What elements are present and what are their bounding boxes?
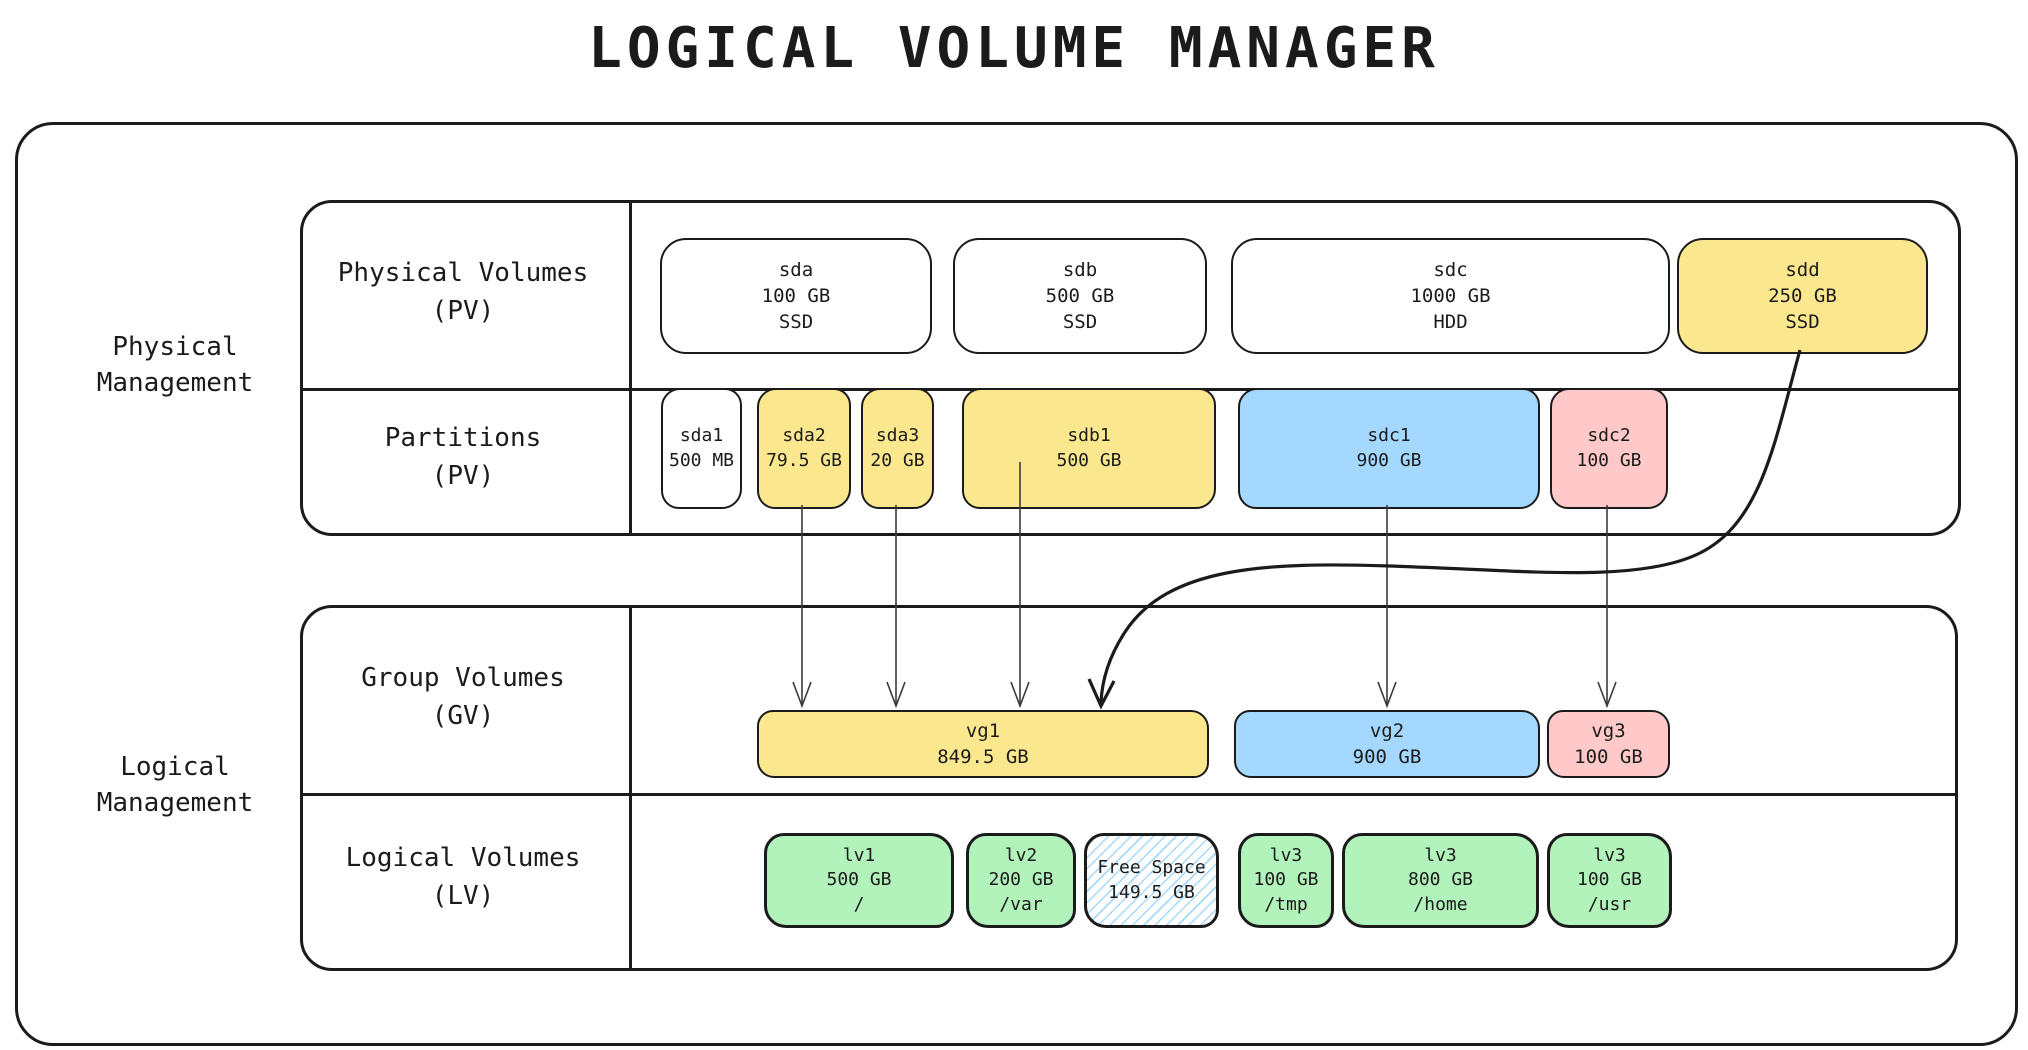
partition-sdc1-name: sdc1 — [1367, 424, 1411, 446]
physical-label-divider — [629, 203, 632, 533]
lv-lv3-home-size: 800 GB — [1407, 869, 1474, 891]
pv-sda-type: SSD — [778, 311, 814, 334]
vg-vg2: vg2 900 GB — [1234, 710, 1540, 778]
vg-vg1-name: vg1 — [965, 719, 1001, 742]
partition-sdc2: sdc2 100 GB — [1550, 388, 1668, 509]
partition-sda3-name: sda3 — [875, 424, 920, 446]
lv-lv2-name: lv2 — [1004, 845, 1038, 867]
partition-sda2: sda2 79.5 GB — [757, 388, 851, 509]
group-volumes-row-label: Group Volumes (GV) — [361, 662, 565, 731]
lv-lv3-usr: lv3 100 GB /usr — [1547, 833, 1672, 928]
logical-label-divider — [629, 608, 632, 968]
partition-sdc1-size: 900 GB — [1356, 449, 1422, 471]
partition-sdc2-name: sdc2 — [1587, 424, 1631, 446]
partition-sdb1: sdb1 500 GB — [962, 388, 1216, 509]
lv-lv1-mount: / — [853, 893, 865, 915]
vg-vg2-size: 900 GB — [1352, 746, 1422, 768]
logical-management-label: Logical Management — [96, 751, 254, 818]
lv-lv3-home: lv3 800 GB /home — [1342, 833, 1539, 928]
lv-lv3-usr-size: 100 GB — [1576, 869, 1643, 891]
lv-lv3-usr-mount: /usr — [1587, 893, 1632, 915]
pv-sda: sda 100 GB SSD — [660, 238, 932, 354]
vg-vg3-name: vg3 — [1591, 719, 1626, 742]
lv-lv1-name: lv1 — [842, 845, 876, 867]
lv-lv3-home-name: lv3 — [1424, 845, 1457, 867]
lv-lv3-usr-name: lv3 — [1593, 845, 1626, 867]
partition-sda2-name: sda2 — [782, 424, 826, 446]
logical-volumes-row-label: Logical Volumes (LV) — [345, 842, 581, 911]
lv-lv3-tmp-name: lv3 — [1269, 845, 1303, 867]
physical-management-label: Physical Management — [96, 331, 254, 398]
pv-sdd-size: 250 GB — [1768, 284, 1837, 307]
partition-sda3-size: 20 GB — [870, 449, 925, 471]
logical-row-divider — [303, 793, 1955, 796]
lv-free-space-name: Free Space — [1097, 857, 1206, 879]
physical-volumes-row-label: Physical Volumes (PV) — [337, 257, 589, 326]
lv-lv2: lv2 200 GB /var — [966, 833, 1076, 928]
pv-sdc-type: HDD — [1433, 311, 1468, 334]
lv-lv2-mount: /var — [999, 893, 1043, 915]
partitions-row-label: Partitions (PV) — [384, 422, 542, 491]
pv-sdd-name: sdd — [1785, 258, 1820, 281]
vg-vg2-name: vg2 — [1369, 719, 1405, 742]
pv-sdd-type: SSD — [1785, 311, 1820, 334]
pv-sdc: sdc 1000 GB HDD — [1231, 238, 1670, 354]
pv-sdb-type: SSD — [1062, 311, 1098, 334]
vg-vg3-size: 100 GB — [1574, 746, 1643, 768]
lv-lv3-home-mount: /home — [1413, 893, 1468, 915]
lv-lv1: lv1 500 GB / — [764, 833, 954, 928]
pv-sdc-name: sdc — [1433, 258, 1468, 281]
pv-sdb-size: 500 GB — [1045, 284, 1115, 307]
lv-free-space-size: 149.5 GB — [1108, 881, 1195, 903]
pv-sdd: sdd 250 GB SSD — [1677, 238, 1928, 354]
pv-sdb: sdb 500 GB SSD — [953, 238, 1207, 354]
lv-lv3-tmp-size: 100 GB — [1253, 869, 1319, 891]
partition-sdc2-size: 100 GB — [1576, 449, 1642, 471]
lv-lv1-size: 500 GB — [826, 869, 892, 891]
lv-free-space: Free Space 149.5 GB — [1084, 833, 1219, 928]
partition-sda3: sda3 20 GB — [861, 388, 934, 509]
pv-sdb-name: sdb — [1062, 258, 1098, 281]
vg-vg1-size: 849.5 GB — [937, 746, 1029, 768]
partition-sda1-size: 500 MB — [668, 449, 735, 471]
vg-vg3: vg3 100 GB — [1547, 710, 1670, 778]
partition-sda1: sda1 500 MB — [661, 388, 742, 509]
partition-sdb1-size: 500 GB — [1056, 449, 1122, 471]
pv-sdc-size: 1000 GB — [1410, 284, 1491, 307]
diagram-title: LOGICAL VOLUME MANAGER — [588, 16, 1440, 81]
vg-vg1: vg1 849.5 GB — [757, 710, 1209, 778]
lv-lv3-tmp-mount: /tmp — [1264, 893, 1308, 915]
lv-lv3-tmp: lv3 100 GB /tmp — [1238, 833, 1334, 928]
pv-sda-size: 100 GB — [761, 284, 831, 307]
lv-lv2-size: 200 GB — [988, 869, 1054, 891]
partition-sdb1-name: sdb1 — [1067, 424, 1111, 446]
partition-sdc1: sdc1 900 GB — [1238, 388, 1540, 509]
partition-sda1-name: sda1 — [679, 424, 724, 446]
pv-sda-name: sda — [778, 258, 814, 281]
partition-sda2-size: 79.5 GB — [766, 449, 842, 471]
